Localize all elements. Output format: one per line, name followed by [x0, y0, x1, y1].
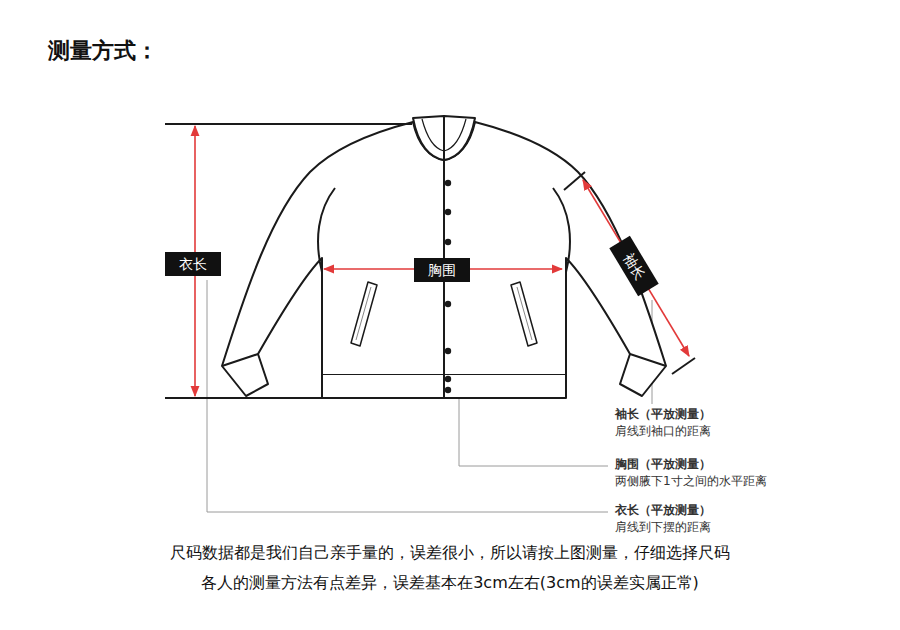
tag-text: 袖长 [619, 249, 649, 282]
caption-line: 尺码数据都是我们自己亲手量的，误差很小，所以请按上图测量，仔细选择尺码 [0, 543, 900, 564]
measure-note: 胸围（平放测量） [615, 456, 711, 473]
buttons [445, 180, 451, 393]
tag-text: 胸围 [428, 261, 456, 279]
measure-tag: 袖长 [609, 236, 658, 296]
measure-note: 肩线到袖口的距离 [615, 423, 711, 440]
measure-note: 衣长（平放测量） [615, 502, 711, 519]
reference-lines [165, 124, 695, 398]
measure-note: 袖长（平放测量） [615, 406, 711, 423]
jacket-half [222, 116, 444, 398]
tag-text: 衣长 [179, 255, 207, 273]
caption-line: 各人的测量方法有点差异，误差基本在3cm左右(3cm的误差实属正常) [0, 573, 900, 594]
measure-tag: 衣长 [165, 252, 221, 276]
page-title: 测量方式： [48, 36, 158, 66]
dimension-arrows [195, 126, 689, 396]
measure-tag: 胸围 [414, 258, 470, 282]
measure-note: 肩线到下摆的距离 [615, 519, 711, 536]
measure-note: 两侧腋下1寸之间的水平距离 [615, 473, 767, 490]
